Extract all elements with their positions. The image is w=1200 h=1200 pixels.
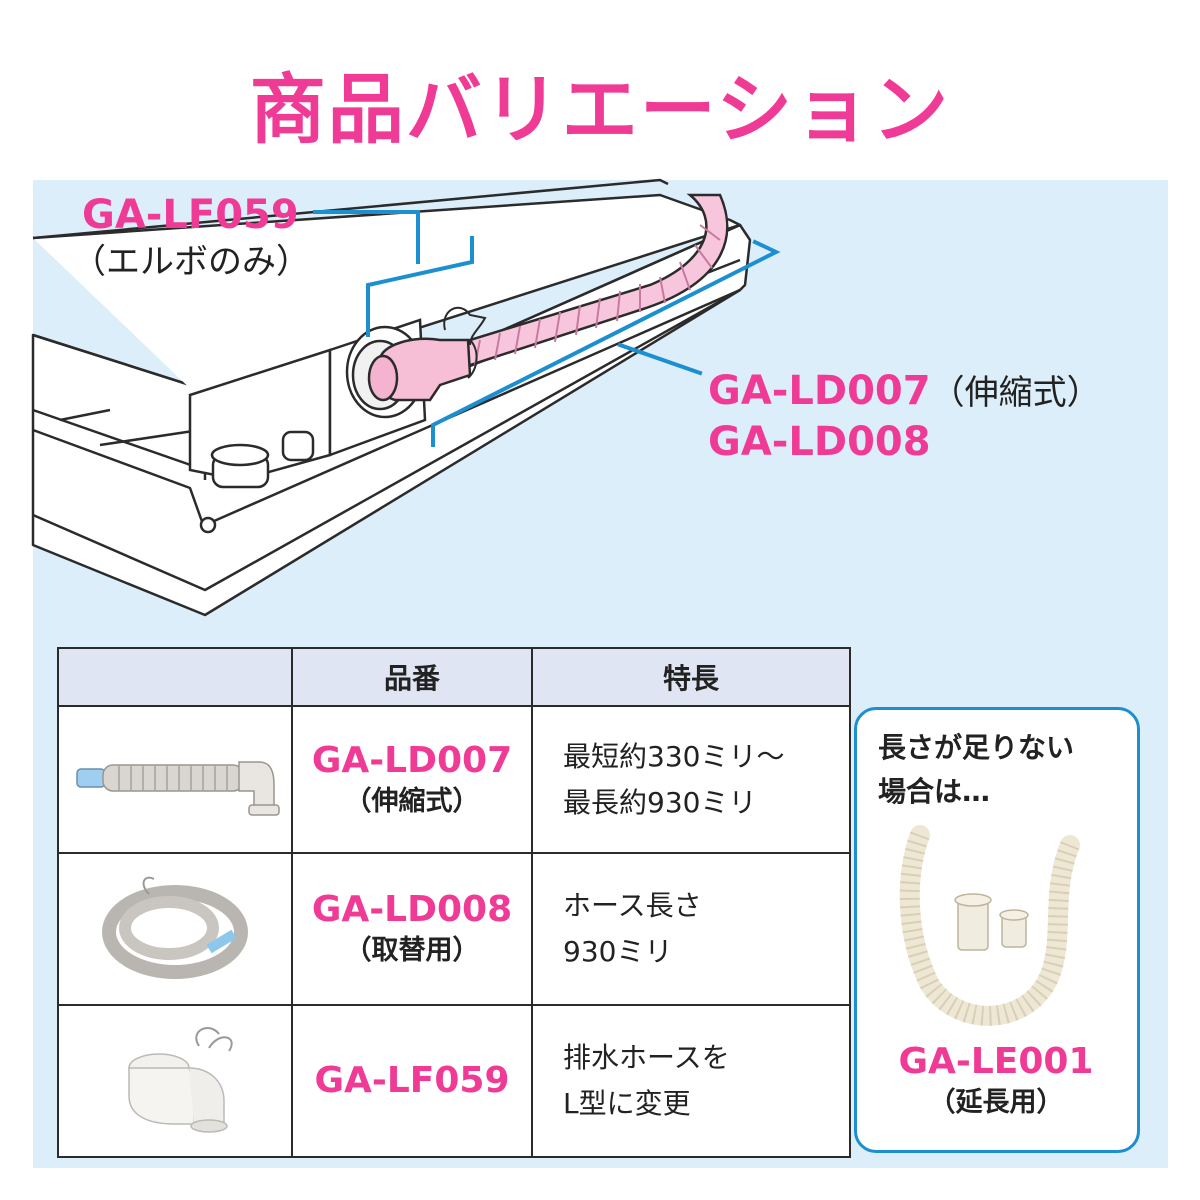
elbow-fitting-icon xyxy=(128,1027,233,1133)
code-cell: GA-LF059 xyxy=(291,1004,533,1158)
telescopic-hose-icon xyxy=(76,761,280,816)
product-image-replacement-hose xyxy=(57,852,293,1006)
product-code: GA-LD008 xyxy=(311,889,513,930)
code-cell: GA-LD008 （取替用） xyxy=(291,852,533,1006)
code-cell: GA-LD007 （伸縮式） xyxy=(291,705,533,854)
header-feature-cell: 特長 xyxy=(531,647,851,707)
washer-pan-illustration xyxy=(31,178,781,617)
elbow-callout-note: （エルボのみ） xyxy=(72,242,310,282)
feature-line: ホース長さ xyxy=(563,889,702,922)
extension-hose-icon xyxy=(899,825,1080,1026)
feature-cell: 排水ホースを L型に変更 xyxy=(531,1004,851,1158)
table-row: GA-LF059 排水ホースを L型に変更 xyxy=(57,1004,851,1158)
product-image-elbow xyxy=(57,1004,293,1158)
extension-product-code-note: （延長用） xyxy=(928,1087,1064,1118)
feature-cell: 最短約330ミリ～ 最長約930ミリ xyxy=(531,705,851,854)
product-code-note: （伸縮式） xyxy=(344,785,480,817)
feature-line: 最短約330ミリ～ xyxy=(563,739,785,773)
header-code-cell: 品番 xyxy=(291,647,533,707)
pink-hose xyxy=(367,193,729,402)
extension-panel-line-2: 場合は… xyxy=(878,775,991,808)
table-header-row: 品番 特長 xyxy=(57,647,851,707)
product-code-note: （取替用） xyxy=(344,935,480,966)
feature-line: 930ミリ xyxy=(563,935,673,968)
elbow-callout-code: GA-LF059 xyxy=(82,192,299,238)
feature-line: 最長約930ミリ xyxy=(563,785,757,819)
feature-cell: ホース長さ 930ミリ xyxy=(531,852,851,1006)
extension-hose-panel xyxy=(854,707,1140,1153)
product-code: GA-LD007 xyxy=(311,739,513,781)
feature-line: 排水ホースを xyxy=(563,1041,730,1074)
hose-callout-code-1-text: GA-LD007 xyxy=(708,368,931,414)
product-table: 品番 特長 GA-LD007 （伸縮式） 最短約 xyxy=(57,647,851,1158)
feature-line: L型に変更 xyxy=(563,1087,691,1120)
coiled-hose-icon xyxy=(102,876,248,979)
hose-callout-code-1-note: （伸縮式） xyxy=(930,373,1101,413)
table-row: GA-LD007 （伸縮式） 最短約330ミリ～ 最長約930ミリ xyxy=(57,705,851,854)
page-title: 商品バリエーション xyxy=(249,65,951,154)
callout-brackets xyxy=(313,210,781,447)
header-image-cell xyxy=(57,647,293,707)
hose-callout-code-1: GA-LD007（伸縮式） xyxy=(708,366,1101,416)
hose-callout-code-2: GA-LD008 xyxy=(708,419,931,465)
table-row: GA-LD008 （取替用） ホース長さ 930ミリ xyxy=(57,852,851,1006)
extension-code-block: GA-LE001 （延長用） xyxy=(856,1040,1136,1122)
extension-product-code: GA-LE001 xyxy=(898,1041,1094,1082)
extension-panel-line-1: 長さが足りない xyxy=(878,731,1075,764)
product-code: GA-LF059 xyxy=(314,1060,510,1101)
product-image-telescopic-hose xyxy=(57,705,293,854)
